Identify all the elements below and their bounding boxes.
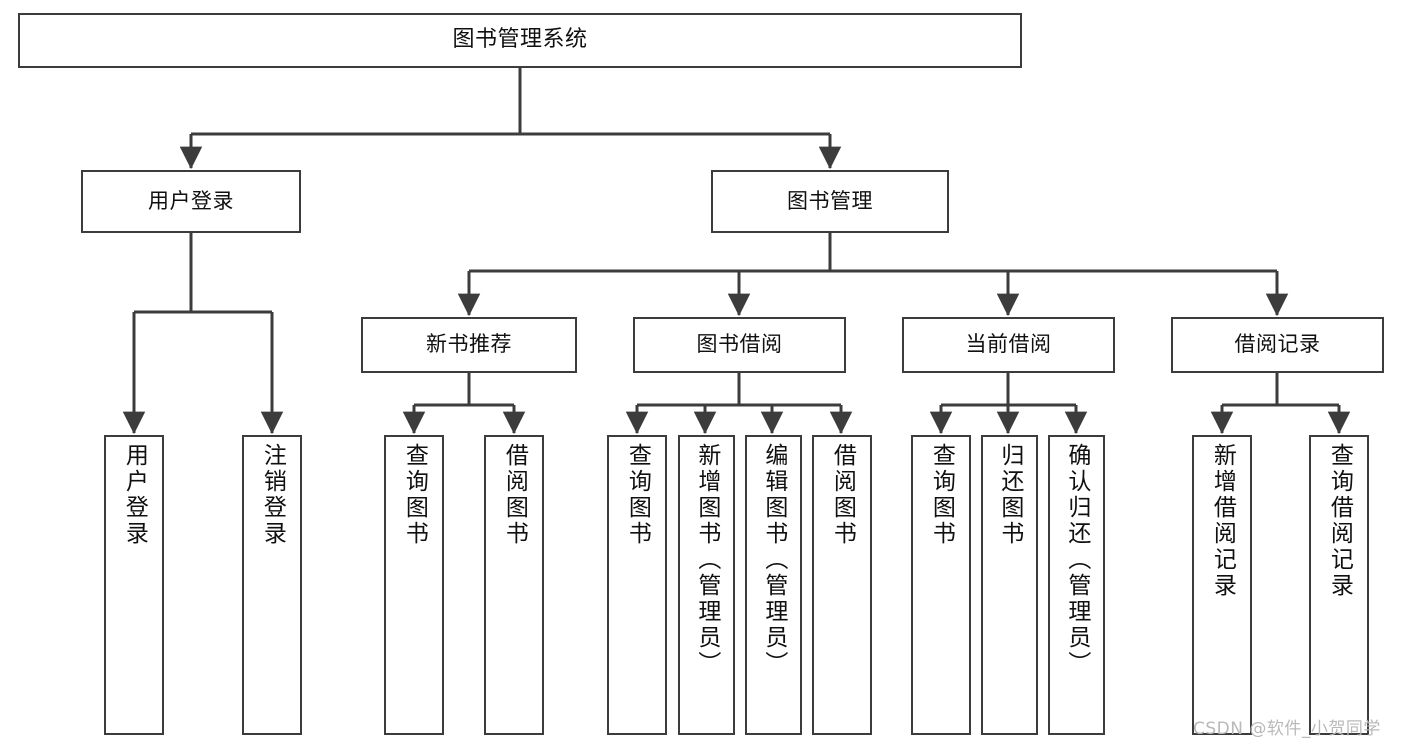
node-borrow-record[interactable]: 借阅记录 bbox=[1171, 317, 1384, 373]
leaf-query-borrow-record-label: 查询借阅记录 bbox=[1326, 443, 1353, 599]
leaf-borrow-book[interactable]: 借阅图书 bbox=[812, 435, 872, 735]
csdn-watermark: CSDN @软件_小贺同学 bbox=[1193, 719, 1381, 739]
leaf-user-login-label: 用户登录 bbox=[121, 443, 148, 547]
leaf-edit-book-admin-label: 编辑图书（管理员） bbox=[760, 443, 787, 677]
leaf-add-borrow-record-label: 新增借阅记录 bbox=[1209, 443, 1236, 599]
leaf-query-book-current[interactable]: 查询图书 bbox=[911, 435, 971, 735]
leaf-add-book-admin-label: 新增图书（管理员） bbox=[693, 443, 720, 677]
leaf-logout-login[interactable]: 注销登录 bbox=[242, 435, 302, 735]
leaf-add-borrow-record[interactable]: 新增借阅记录 bbox=[1192, 435, 1252, 735]
node-book-borrow[interactable]: 图书借阅 bbox=[633, 317, 846, 373]
leaf-user-login[interactable]: 用户登录 bbox=[104, 435, 164, 735]
leaf-query-book-recommend-label: 查询图书 bbox=[401, 443, 428, 547]
leaf-query-book-borrow-label: 查询图书 bbox=[624, 443, 651, 547]
node-user-login[interactable]: 用户登录 bbox=[81, 170, 301, 233]
node-new-book-recommend[interactable]: 新书推荐 bbox=[361, 317, 577, 373]
leaf-query-borrow-record[interactable]: 查询借阅记录 bbox=[1309, 435, 1369, 735]
node-root-library-system[interactable]: 图书管理系统 bbox=[18, 13, 1022, 68]
leaf-confirm-return-admin[interactable]: 确认归还（管理员） bbox=[1048, 435, 1105, 735]
leaf-borrow-book-recommend[interactable]: 借阅图书 bbox=[484, 435, 544, 735]
leaf-borrow-book-recommend-label: 借阅图书 bbox=[501, 443, 528, 547]
node-current-borrow[interactable]: 当前借阅 bbox=[902, 317, 1115, 373]
leaf-return-book[interactable]: 归还图书 bbox=[981, 435, 1038, 735]
leaf-edit-book-admin[interactable]: 编辑图书（管理员） bbox=[745, 435, 802, 735]
leaf-borrow-book-label: 借阅图书 bbox=[829, 443, 856, 547]
leaf-query-book-recommend[interactable]: 查询图书 bbox=[384, 435, 444, 735]
leaf-confirm-return-admin-label: 确认归还（管理员） bbox=[1063, 443, 1090, 677]
leaf-query-book-current-label: 查询图书 bbox=[928, 443, 955, 547]
leaf-return-book-label: 归还图书 bbox=[996, 443, 1023, 547]
leaf-add-book-admin[interactable]: 新增图书（管理员） bbox=[678, 435, 735, 735]
leaf-logout-login-label: 注销登录 bbox=[259, 443, 286, 547]
node-book-management[interactable]: 图书管理 bbox=[711, 170, 949, 233]
leaf-query-book-borrow[interactable]: 查询图书 bbox=[607, 435, 667, 735]
